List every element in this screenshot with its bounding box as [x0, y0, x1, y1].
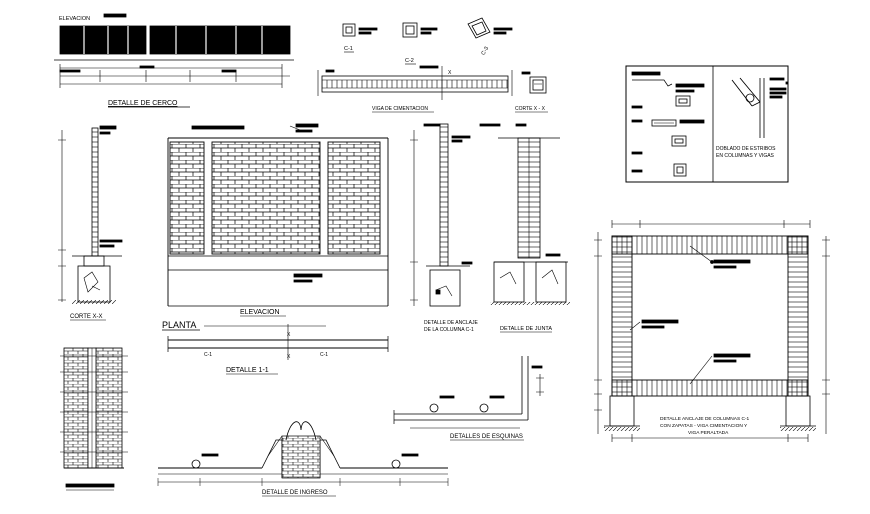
corner-wall-vertical	[521, 356, 529, 420]
dimension-ticks	[59, 64, 283, 88]
esquinas-title: DETALLES DE ESQUINAS	[450, 434, 523, 440]
joint-footing-right	[535, 261, 567, 303]
x-mark-plan-top: X	[287, 332, 291, 338]
column-c1-elevation	[439, 123, 449, 267]
corte-xx-left-group: CORTE X-X	[58, 125, 123, 321]
frame-line-1: DETALLE ANCLAJE DE COLUMNAS C-1	[660, 416, 750, 422]
detalle-cerco-group: ELEVACION DETALLE DE CERCO	[54, 13, 294, 108]
corte-xx-top-group: CORTE X - X	[515, 71, 548, 113]
x-mark-top: X	[448, 70, 452, 76]
viga-cimentacion-group: X VIGA DE CIMENTACION	[317, 65, 513, 113]
elevacion-main-title: ELEVACION	[240, 309, 280, 316]
anclaje-line-2: DE LA COLUMNA C-1	[424, 327, 474, 333]
stirrup-bar-detail	[651, 119, 677, 127]
wall-section	[91, 127, 99, 257]
ingreso-circle-right	[391, 459, 401, 469]
viga-cimentacion-label: VIGA DE CIMENTACION	[372, 106, 428, 112]
elevacion-main-group: ELEVACION	[167, 123, 389, 317]
right-footing	[785, 395, 811, 427]
column-c2-section	[402, 22, 418, 38]
planta-group: PLANTA X X C-1 C-1 DETALLE 1-1	[162, 320, 389, 375]
text-placeholder-bar	[103, 13, 127, 18]
corte-xx-top-label: CORTE X - X	[515, 106, 546, 112]
detalle-junta-group: DETALLE DE JUNTA	[479, 123, 570, 333]
frame-line-3: VIGA PERALTADA	[688, 430, 729, 436]
stirrup-detail-3	[673, 163, 687, 177]
wall-strip-left	[63, 347, 89, 469]
stirrup-detail-1	[675, 95, 691, 107]
brick-panel-right	[327, 141, 381, 255]
planta-title: PLANTA	[162, 320, 196, 330]
column-sections-group: C-1 C-2 C-3	[342, 17, 513, 65]
bent-stirrup	[731, 77, 761, 107]
left-column	[611, 235, 633, 397]
anclaje-line-1: DETALLE DE ANCLAJE	[424, 320, 478, 326]
plan-wall	[168, 339, 388, 349]
fence-elevation-panels	[59, 25, 291, 55]
column-c1-section	[342, 23, 356, 37]
column-c3-section	[467, 17, 491, 39]
footing-section	[77, 265, 111, 303]
right-column	[787, 235, 809, 397]
ingreso-gate-leaves	[285, 421, 317, 441]
c1-label: C-1	[344, 46, 353, 52]
stirrup-detail-2	[671, 135, 687, 147]
detalle-11-title: DETALLE 1-1	[226, 367, 269, 374]
ingreso-gate-block	[281, 435, 321, 479]
peraltada-beam	[611, 379, 809, 397]
detalle-cerco-title: DETALLE DE CERCO	[108, 100, 178, 107]
doblado-line-2: EN COLUMNAS Y VIGAS	[716, 153, 775, 159]
joint-footing-left	[493, 261, 525, 303]
c3-label: C-3	[481, 46, 491, 57]
esquinas-group: DETALLES DE ESQUINAS	[393, 356, 544, 441]
left-footing	[609, 395, 635, 427]
frame-detail-group: DETALLE ANCLAJE DE COLUMNAS C-1 CON ZAPA…	[594, 220, 830, 442]
bottom-left-label-bar	[65, 483, 115, 488]
doblado-estribos-group: DOBLADO DE ESTRIBOS EN COLUMNAS Y VIGAS	[625, 65, 789, 183]
frame-line-2: CON ZAPATAS - VIGA CIMENTACION Y	[660, 423, 748, 429]
top-beam	[611, 235, 809, 255]
doblado-line-1: DOBLADO DE ESTRIBOS	[716, 146, 776, 152]
brick-panel-center	[211, 141, 321, 255]
dimension-lines	[60, 67, 290, 85]
column-c1-footing	[429, 269, 461, 307]
c1-plan-right: C-1	[320, 352, 328, 358]
c1-plan-left: C-1	[204, 352, 212, 358]
x-mark-plan-bottom: X	[287, 354, 291, 360]
c2-label: C-2	[405, 58, 414, 64]
corner-circle-1	[429, 403, 439, 413]
corner-wall-horizontal	[394, 413, 528, 421]
elevacion-small-label: ELEVACION	[59, 16, 90, 22]
ingreso-circle-left	[191, 459, 201, 469]
anclaje-columna-group: DETALLE DE ANCLAJE DE LA COLUMNA C-1	[410, 123, 478, 333]
detalle-junta-title: DETALLE DE JUNTA	[500, 326, 552, 332]
ingreso-group: DETALLE DE INGRESO	[157, 421, 449, 497]
doblado-frame	[625, 65, 789, 183]
ingreso-title: DETALLE DE INGRESO	[262, 490, 328, 496]
corte-xx-left-label: CORTE X-X	[70, 314, 103, 320]
bottom-left-wall-group	[60, 347, 128, 491]
corner-circle-2	[479, 403, 489, 413]
wall-strip-right	[95, 347, 123, 469]
brick-panel-left	[169, 141, 205, 255]
